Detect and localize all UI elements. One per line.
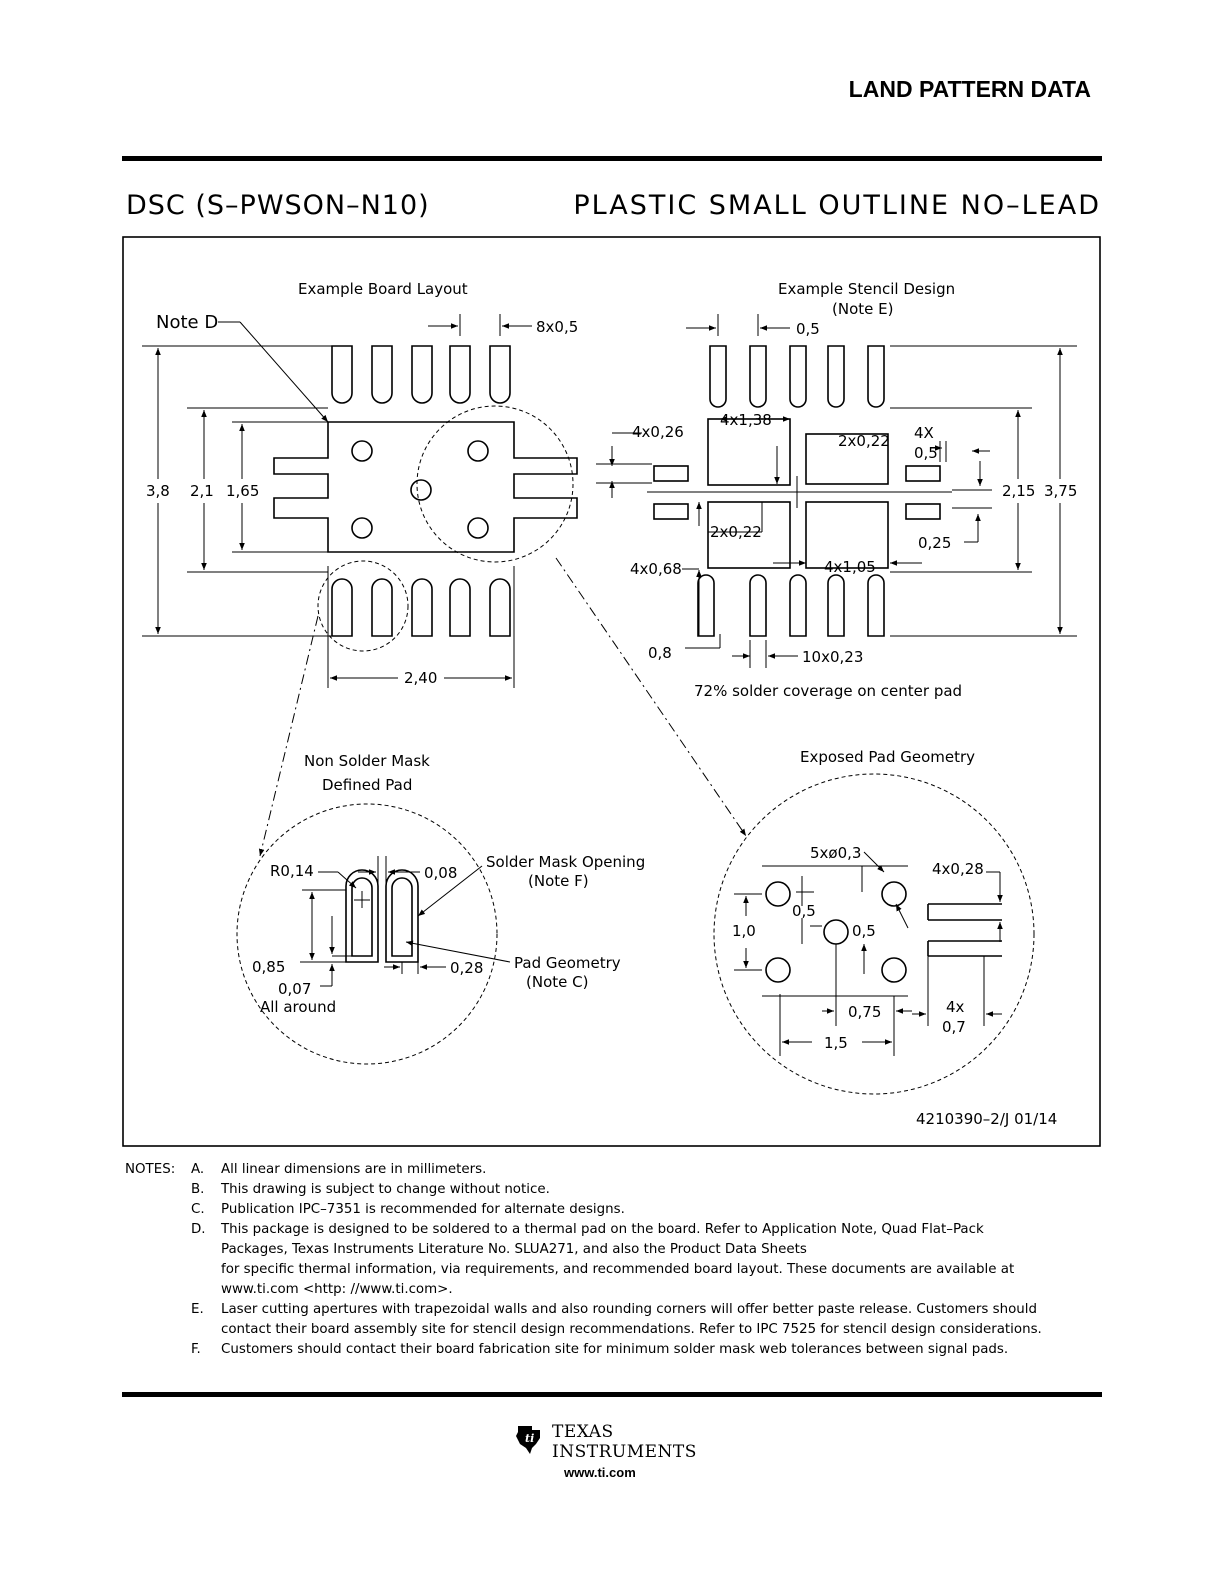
- dim-3-8: 3,8: [146, 482, 170, 500]
- dim-4x0-68: 4x0,68: [630, 560, 682, 578]
- note-d: D. This package is designed to be soldere…: [125, 1220, 1111, 1240]
- dim-0-7: 0,7: [942, 1018, 966, 1036]
- all-around-label: All around: [260, 998, 336, 1016]
- ti-logo-line2: INSTRUMENTS: [552, 1442, 697, 1462]
- note-text: www.ti.com <http: //www.ti.com>.: [221, 1282, 453, 1297]
- note-d-line2: Packages, Texas Instruments Literature N…: [125, 1240, 1111, 1260]
- note-text: This drawing is subject to change withou…: [221, 1182, 550, 1197]
- pad-geometry-note: (Note C): [526, 973, 588, 991]
- dim-2-40: 2,40: [404, 669, 437, 687]
- ti-logo[interactable]: ti TEXAS INSTRUMENTS www.ti.com: [512, 1420, 712, 1490]
- note-f: F. Customers should contact their board f…: [125, 1340, 1111, 1360]
- nsmd-title-1: Non Solder Mask: [304, 752, 430, 770]
- note-b: B. This drawing is subject to change with…: [125, 1180, 1111, 1200]
- note-text: Laser cutting apertures with trapezoidal…: [221, 1302, 1038, 1317]
- stencil-top-apertures: [709, 345, 885, 408]
- note-letter: C.: [191, 1202, 205, 1217]
- dim-0-08: 0,08: [424, 864, 457, 882]
- exposed-pad-detail: [713, 773, 1035, 1095]
- dim-4x1-38: 4x1,38: [720, 411, 772, 429]
- note-text: for specific thermal information, via re…: [221, 1262, 1015, 1277]
- note-letter: D.: [191, 1222, 206, 1237]
- dim-5x0-3: 5xø0,3: [810, 844, 861, 862]
- dim-0-75: 0,75: [848, 1003, 881, 1021]
- board-thermal-pad: [273, 421, 578, 553]
- dim-1-65: 1,65: [226, 482, 259, 500]
- dim-2-15: 2,15: [1002, 482, 1035, 500]
- board-bottom-pins: [331, 578, 511, 637]
- dim-2-1: 2,1: [190, 482, 214, 500]
- dim-0-5-a: 0,5: [792, 902, 816, 920]
- nsmd-title-2: Defined Pad: [322, 776, 412, 794]
- note-d-label: Note D: [156, 312, 218, 333]
- top-rule: [122, 156, 1102, 161]
- dim-4x0-26: 4x0,26: [632, 423, 684, 441]
- stencil-bottom-apertures: [697, 574, 885, 637]
- ti-logo-line1: TEXAS: [552, 1422, 614, 1442]
- exposed-pad-title: Exposed Pad Geometry: [800, 748, 975, 766]
- drawing-number: 4210390–2/J 01/14: [916, 1110, 1057, 1128]
- note-d-line4: www.ti.com <http: //www.ti.com>.: [125, 1280, 1111, 1300]
- solder-mask-opening-label: Solder Mask Opening: [486, 853, 645, 871]
- note-e: E. Laser cutting apertures with trapezoid…: [125, 1300, 1111, 1320]
- dim-0-5-top: 0,5: [796, 320, 820, 338]
- stencil-design: [596, 345, 1077, 637]
- dim-0-07: 0,07: [278, 980, 311, 998]
- board-layout: [142, 345, 578, 688]
- dim-2x0-22-a: 2x0,22: [838, 432, 890, 450]
- svg-text:ti: ti: [525, 1432, 534, 1445]
- package-code: DSC (S–PWSON–N10): [126, 190, 430, 221]
- dim-0-5-b: 0,5: [852, 922, 876, 940]
- solder-mask-opening-note: (Note F): [528, 872, 589, 890]
- bottom-rule: [122, 1392, 1102, 1397]
- dim-4x-b: 4x: [946, 998, 965, 1016]
- note-d-line3: for specific thermal information, via re…: [125, 1260, 1111, 1280]
- note-text: Packages, Texas Instruments Literature N…: [221, 1242, 807, 1257]
- dim-0-8: 0,8: [648, 644, 672, 662]
- footer-url[interactable]: www.ti.com: [564, 1465, 636, 1480]
- section-title: LAND PATTERN DATA: [848, 76, 1091, 102]
- drawing-border: [122, 236, 1101, 1147]
- notes-label: NOTES:: [125, 1162, 176, 1177]
- nsmd-detail: [236, 803, 511, 1065]
- dim-0-5-side: 0,5: [914, 444, 938, 462]
- note-letter: E.: [191, 1302, 204, 1317]
- note-text: This package is designed to be soldered …: [221, 1222, 984, 1237]
- stencil-note: (Note E): [832, 300, 893, 318]
- dim-2x0-22-b: 2x0,22: [710, 523, 762, 541]
- dim-8x05: 8x0,5: [536, 318, 578, 336]
- note-text: Publication IPC–7351 is recommended for …: [221, 1202, 625, 1217]
- package-name: PLASTIC SMALL OUTLINE NO–LEAD: [573, 190, 1101, 221]
- dim-4x1-05: 4x1,05: [824, 558, 876, 576]
- note-letter: F.: [191, 1342, 201, 1357]
- dim-1-5: 1,5: [824, 1034, 848, 1052]
- dim-1-0: 1,0: [732, 922, 756, 940]
- notes-block: NOTES: A. All linear dimensions are in mil…: [125, 1160, 1111, 1360]
- note-text: All linear dimensions are in millimeters…: [221, 1162, 487, 1177]
- note-c: C. Publication IPC–7351 is recommended fo…: [125, 1200, 1111, 1220]
- note-letter: A.: [191, 1162, 205, 1177]
- pad-geometry-label: Pad Geometry: [514, 954, 621, 972]
- land-pattern-drawing: Example Board Layout Example Stencil Des…: [122, 236, 1101, 1147]
- dim-0-25: 0,25: [918, 534, 951, 552]
- board-top-pins: [331, 345, 511, 404]
- dim-0-85: 0,85: [252, 958, 285, 976]
- dim-r0-14: R0,14: [270, 862, 314, 880]
- dim-0-28: 0,28: [450, 959, 483, 977]
- board-layout-title: Example Board Layout: [298, 280, 468, 298]
- dim-4x: 4X: [914, 424, 934, 442]
- note-text: contact their board assembly site for st…: [221, 1322, 1042, 1337]
- note-e-line2: contact their board assembly site for st…: [125, 1320, 1111, 1340]
- note-letter: B.: [191, 1182, 205, 1197]
- coverage-note: 72% solder coverage on center pad: [694, 682, 962, 700]
- dim-10x0-23: 10x0,23: [802, 648, 863, 666]
- stencil-title: Example Stencil Design: [778, 280, 955, 298]
- dim-4x0-28: 4x0,28: [932, 860, 984, 878]
- ti-state-icon: ti: [516, 1426, 540, 1454]
- dim-3-75: 3,75: [1044, 482, 1077, 500]
- note-a: NOTES: A. All linear dimensions are in mil…: [125, 1160, 1111, 1180]
- note-text: Customers should contact their board fab…: [221, 1342, 1009, 1357]
